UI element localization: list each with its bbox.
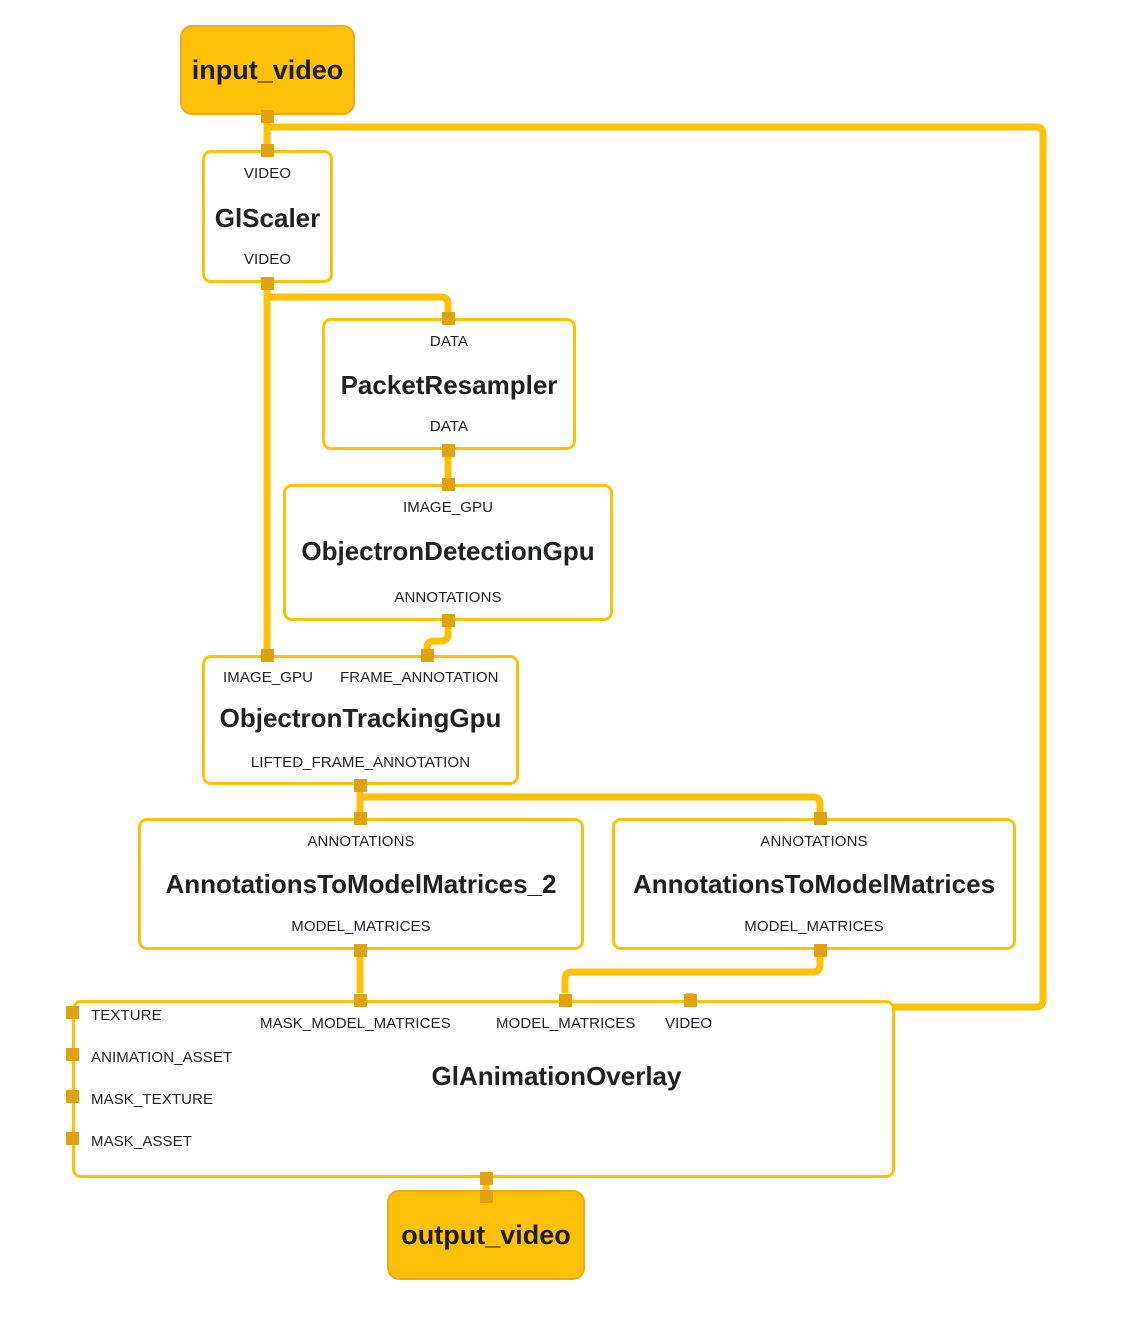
node-glscaler[interactable]: VIDEO GlScaler VIDEO <box>202 150 333 283</box>
port-objectrontrackinggpu-out-lifted-frame-annotation[interactable]: LIFTED_FRAME_ANNOTATION <box>250 754 471 771</box>
connector-packetresampler-in-data[interactable] <box>442 312 455 325</box>
port-overlay-in-texture[interactable]: TEXTURE <box>91 1007 162 1024</box>
port-objectrondetectiongpu-out-annotations[interactable]: ANNOTATIONS <box>394 589 502 606</box>
port-objectrontrackinggpu-in-image-gpu[interactable]: IMAGE_GPU <box>223 669 314 686</box>
edge-atmm-to-overlay-matrices <box>561 950 824 993</box>
stream-output-video[interactable]: output_video <box>387 1190 585 1280</box>
port-packetresampler-in-data[interactable]: DATA <box>429 333 469 350</box>
connector-atmm2-out-model-matrices[interactable] <box>354 944 367 957</box>
connector-objectrondetectiongpu-in-image-gpu[interactable] <box>442 478 455 491</box>
connector-overlay-in-video[interactable] <box>684 994 697 1007</box>
node-glscaler-title: GlScaler <box>214 203 321 233</box>
node-annotationstomodelmatrices-2[interactable]: ANNOTATIONS AnnotationsToModelMatrices_2… <box>138 818 584 950</box>
port-overlay-in-model-matrices[interactable]: MODEL_MATRICES <box>496 1015 636 1032</box>
connector-overlay-in-model-matrices[interactable] <box>559 994 572 1007</box>
node-objectrontrackinggpu-title: ObjectronTrackingGpu <box>219 703 502 733</box>
port-objectrondetectiongpu-in-image-gpu[interactable]: IMAGE_GPU <box>402 499 494 516</box>
stream-input-video-label: input_video <box>191 54 344 85</box>
node-annotationstomodelmatrices[interactable]: ANNOTATIONS AnnotationsToModelMatrices M… <box>612 818 1016 950</box>
connector-objectrondetectiongpu-out-annotations[interactable] <box>442 614 455 627</box>
node-packetresampler[interactable]: DATA PacketResampler DATA <box>322 318 576 450</box>
port-atmm2-out-model-matrices[interactable]: MODEL_MATRICES <box>291 918 431 935</box>
port-overlay-in-video[interactable]: VIDEO <box>665 1015 713 1032</box>
port-atmm-in-annotations[interactable]: ANNOTATIONS <box>760 833 868 850</box>
connector-glscaler-in-video[interactable] <box>261 144 274 157</box>
node-glanimationoverlay-title: GlAnimationOverlay <box>431 1061 682 1091</box>
connector-overlay-in-mask-texture[interactable] <box>66 1090 79 1103</box>
connector-overlay-in-mask-asset[interactable] <box>66 1132 79 1145</box>
port-glscaler-in-video[interactable]: VIDEO <box>243 165 292 182</box>
port-atmm-out-model-matrices[interactable]: MODEL_MATRICES <box>744 918 884 935</box>
connector-objectrontrackinggpu-in-image-gpu[interactable] <box>261 649 274 662</box>
connector-objectrontrackinggpu-out-lifted-frame-annotation[interactable] <box>354 779 367 792</box>
connector-input-video-out[interactable] <box>261 110 274 123</box>
connector-output-video-in[interactable] <box>480 1190 493 1203</box>
node-glanimationoverlay[interactable]: TEXTURE ANIMATION_ASSET MASK_TEXTURE MAS… <box>72 1000 895 1178</box>
connector-packetresampler-out-data[interactable] <box>442 444 455 457</box>
port-overlay-in-mask-asset[interactable]: MASK_ASSET <box>91 1133 193 1150</box>
stream-output-video-label: output_video <box>401 1219 571 1250</box>
port-overlay-in-animation-asset[interactable]: ANIMATION_ASSET <box>91 1049 233 1066</box>
port-packetresampler-out-data[interactable]: DATA <box>429 418 469 435</box>
node-objectrondetectiongpu-title: ObjectronDetectionGpu <box>301 536 595 566</box>
node-objectrondetectiongpu[interactable]: IMAGE_GPU ObjectronDetectionGpu ANNOTATI… <box>283 484 613 621</box>
node-packetresampler-title: PacketResampler <box>340 370 558 400</box>
port-objectrontrackinggpu-in-frame-annotation[interactable]: FRAME_ANNOTATION <box>340 669 499 686</box>
connector-objectrontrackinggpu-in-frame-annotation[interactable] <box>421 649 434 662</box>
connector-overlay-out[interactable] <box>480 1172 493 1185</box>
port-glscaler-out-video[interactable]: VIDEO <box>243 251 292 268</box>
connector-overlay-in-mask-model-matrices[interactable] <box>354 994 367 1007</box>
edge-glscaler-to-resampler <box>267 293 452 318</box>
connector-atmm2-in-annotations[interactable] <box>354 812 367 825</box>
port-atmm2-in-annotations[interactable]: ANNOTATIONS <box>307 833 415 850</box>
connector-overlay-in-texture[interactable] <box>66 1006 79 1019</box>
connector-atmm-out-model-matrices[interactable] <box>814 944 827 957</box>
stream-input-video[interactable]: input_video <box>180 25 355 115</box>
node-annotationstomodelmatrices-2-title: AnnotationsToModelMatrices_2 <box>165 869 557 899</box>
node-annotationstomodelmatrices-title: AnnotationsToModelMatrices <box>632 869 996 899</box>
connector-overlay-in-animation-asset[interactable] <box>66 1048 79 1061</box>
node-objectrontrackinggpu[interactable]: IMAGE_GPU FRAME_ANNOTATION ObjectronTrac… <box>202 655 519 785</box>
port-overlay-in-mask-model-matrices[interactable]: MASK_MODEL_MATRICES <box>260 1015 451 1032</box>
port-overlay-in-mask-texture[interactable]: MASK_TEXTURE <box>91 1091 214 1108</box>
connector-atmm-in-annotations[interactable] <box>814 812 827 825</box>
connector-glscaler-out-video[interactable] <box>261 277 274 290</box>
